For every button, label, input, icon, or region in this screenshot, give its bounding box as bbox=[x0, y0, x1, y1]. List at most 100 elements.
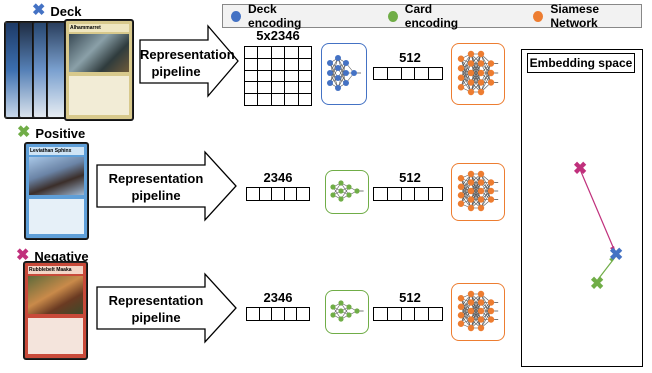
net-node bbox=[477, 170, 485, 178]
net-node bbox=[457, 320, 465, 327]
net-edge bbox=[460, 173, 472, 204]
net-edge bbox=[460, 293, 472, 324]
net-edge bbox=[470, 53, 482, 74]
legend-label: Deck encoding bbox=[248, 2, 302, 30]
net-edge bbox=[460, 302, 472, 324]
net-edge bbox=[470, 190, 482, 209]
net-node bbox=[477, 299, 485, 306]
net-node bbox=[477, 79, 485, 86]
card-image-top: Alhammarret bbox=[65, 20, 133, 120]
input-dim-label: 2346 bbox=[263, 170, 293, 185]
legend-deck-encoding: Deck encoding bbox=[231, 2, 326, 30]
card-art bbox=[29, 157, 84, 195]
net-node bbox=[477, 307, 485, 315]
row-label-deck: ✖ Deck bbox=[32, 3, 81, 19]
net-edge bbox=[480, 63, 492, 93]
legend-dot-icon bbox=[533, 10, 544, 22]
siamese-net-positive bbox=[457, 170, 499, 212]
net-node bbox=[467, 324, 475, 332]
pipeline-label-negative: Representation pipeline bbox=[104, 292, 208, 326]
negative-output-vector bbox=[373, 307, 443, 321]
net-node bbox=[338, 180, 344, 186]
net-node bbox=[338, 196, 344, 202]
net-edge bbox=[480, 302, 492, 329]
net-node bbox=[457, 192, 465, 199]
output-dim-label: 512 bbox=[399, 50, 421, 65]
net-node bbox=[338, 316, 344, 322]
net-node bbox=[354, 308, 360, 314]
net-node bbox=[477, 69, 485, 77]
arrow-head-icon bbox=[610, 246, 616, 254]
net-edge bbox=[460, 63, 472, 88]
net-edge bbox=[460, 53, 472, 78]
net-node bbox=[487, 69, 495, 77]
siamese-net-deck bbox=[457, 50, 499, 96]
card-art bbox=[28, 276, 83, 314]
net-edge bbox=[470, 302, 482, 329]
net-edge bbox=[460, 293, 472, 316]
net-node bbox=[467, 170, 475, 178]
net-edge bbox=[470, 293, 482, 329]
net-node bbox=[477, 50, 485, 58]
embedding-space-title: Embedding space bbox=[527, 53, 635, 73]
net-node bbox=[467, 187, 475, 195]
net-node bbox=[338, 300, 344, 306]
net-edge bbox=[480, 72, 492, 93]
siamese-net-box-negative bbox=[451, 283, 505, 341]
net-node bbox=[467, 179, 475, 186]
cross-icon: ✖ bbox=[17, 124, 31, 141]
net-edge bbox=[480, 302, 492, 320]
net-node bbox=[335, 65, 341, 71]
legend: Deck encoding Card encoding Siamese Netw… bbox=[222, 2, 642, 30]
net-edge bbox=[337, 62, 347, 89]
net-edge bbox=[470, 173, 482, 200]
net-node bbox=[338, 308, 344, 314]
net-node bbox=[467, 50, 475, 58]
positive-point-icon: ✖ bbox=[590, 274, 605, 293]
net-edge bbox=[470, 173, 482, 209]
net-node bbox=[330, 192, 336, 198]
net-node bbox=[467, 88, 475, 96]
legend-dot-icon bbox=[231, 10, 242, 22]
net-node bbox=[487, 299, 495, 306]
net-node bbox=[457, 303, 465, 310]
deck-encoder-net bbox=[327, 55, 361, 91]
net-edge bbox=[480, 63, 492, 83]
net-edge bbox=[460, 173, 472, 196]
card-text-box bbox=[69, 76, 129, 115]
net-edge bbox=[470, 53, 482, 93]
net-node bbox=[327, 80, 333, 86]
net-edge bbox=[480, 182, 492, 200]
net-node bbox=[467, 316, 475, 323]
pipeline-arrow-shape bbox=[139, 24, 239, 98]
net-edge bbox=[470, 182, 482, 209]
net-node bbox=[343, 80, 349, 86]
net-edge bbox=[470, 173, 482, 192]
net-node bbox=[467, 60, 475, 67]
net-node bbox=[327, 60, 333, 66]
card-name: Leviathan Sphinx bbox=[29, 147, 84, 155]
net-node bbox=[457, 55, 465, 62]
net-node bbox=[477, 60, 485, 67]
net-node bbox=[457, 183, 465, 190]
net-node bbox=[477, 196, 485, 203]
output-dim-label: 512 bbox=[399, 290, 421, 305]
pipeline-label-line: Representation bbox=[108, 293, 204, 308]
net-node bbox=[467, 290, 475, 298]
net-node bbox=[477, 204, 485, 212]
net-node bbox=[354, 188, 360, 194]
input-dim-label: 5x2346 bbox=[256, 28, 300, 43]
net-node bbox=[477, 187, 485, 195]
net-node bbox=[457, 175, 465, 182]
anchor-point-icon: ✖ bbox=[609, 245, 624, 264]
deck-card-stack: Alhammarret bbox=[5, 20, 133, 120]
positive-card: Leviathan Sphinx bbox=[25, 143, 88, 239]
net-node bbox=[487, 307, 495, 315]
cross-icon: ✖ bbox=[16, 247, 30, 264]
net-node bbox=[487, 187, 495, 195]
net-edge bbox=[480, 310, 492, 329]
net-node bbox=[330, 304, 336, 310]
net-edge bbox=[470, 310, 482, 329]
pipeline-label-deck: Representation pipeline bbox=[140, 46, 235, 80]
pipeline-arrow-shape bbox=[96, 272, 237, 344]
